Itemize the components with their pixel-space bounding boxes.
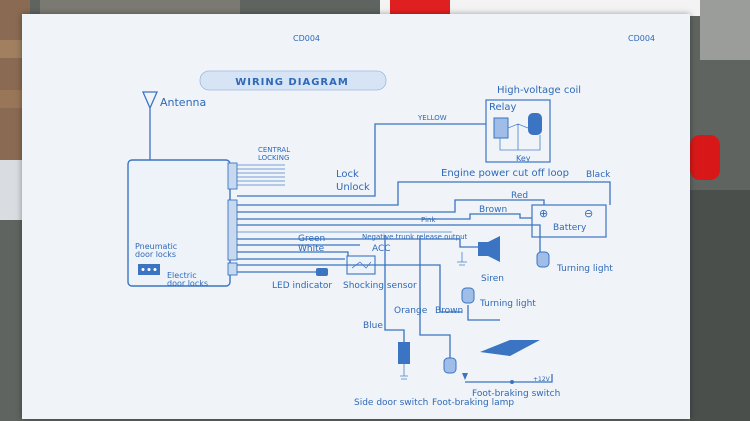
battery-plus-icon: ⊕ (539, 207, 548, 220)
brown-wire-top (237, 213, 532, 220)
antenna-icon (142, 91, 158, 160)
black-wire-label: Black (586, 170, 611, 180)
foot-braking-switch-label: Foot-braking switch (472, 389, 560, 399)
brown-wire-bottom (467, 305, 500, 321)
pneumatic-door-locks-label-2: door locks (135, 250, 176, 259)
unlock-label: Unlock (336, 182, 370, 193)
central-locking-wires (237, 164, 285, 186)
battery-minus-icon: ⊖ (584, 207, 593, 220)
foot-braking-lamp-icon (443, 357, 457, 374)
battery-icon (531, 204, 607, 238)
relay-label: Relay (489, 102, 517, 113)
orange-wire-label: Orange (394, 306, 428, 316)
yellow-wire-label: YELLOW (417, 114, 447, 122)
turning-light-center-icon (461, 287, 475, 304)
page-code-left: CD004 (293, 34, 320, 43)
trunk-release-label: Negative trunk release output (362, 233, 468, 241)
connector-blocks (227, 162, 238, 276)
foot-braking-lamp-label: Foot-braking lamp (432, 398, 514, 408)
pneumatic-door-locks-label-1: Pneumatic (135, 242, 177, 251)
brown-wire-bottom-label: Brown (435, 306, 463, 316)
red-wire-label: Red (511, 191, 528, 201)
white-wire-label: White (298, 244, 325, 254)
foot-braking-switch-icon (510, 380, 514, 384)
yellow-wire (237, 123, 486, 197)
siren-wire (237, 238, 478, 248)
orange-wire (237, 264, 462, 313)
pink-wire (237, 224, 541, 252)
engine-cut-off-label: Engine power cut off loop (441, 168, 569, 179)
turning-light-right-icon (536, 251, 550, 268)
pink-wire-label: Pink (421, 216, 436, 224)
key-label: Key (516, 154, 531, 163)
plus-12v-label: +12V (533, 376, 551, 383)
siren-label: Siren (481, 274, 504, 284)
electric-door-locks-label-2: door locks (167, 279, 208, 288)
black-wire (237, 181, 611, 206)
blue-wire-label: Blue (363, 321, 383, 331)
blue-wire (384, 235, 405, 342)
coil-icon (528, 113, 542, 135)
high-voltage-coil-label: High-voltage coil (497, 85, 581, 96)
turning-light-center-label: Turning light (479, 299, 536, 309)
led-indicator-icon (316, 268, 328, 276)
white-wire (237, 251, 349, 258)
antenna-label: Antenna (160, 96, 206, 109)
led-indicator-label: LED indicator (272, 281, 332, 291)
acc-label: ACC (372, 244, 391, 254)
side-door-switch-icon (398, 342, 410, 364)
lock-label: Lock (336, 169, 359, 180)
brake-wire (419, 236, 451, 360)
title-banner (199, 70, 387, 91)
green-wire-label: Green (298, 234, 325, 244)
central-locking-label-2: LOCKING (258, 154, 289, 162)
page-code-right: CD004 (628, 34, 655, 43)
turning-light-right-label: Turning light (556, 264, 613, 274)
shocking-sensor-label: Shocking sensor (343, 281, 417, 291)
ground-icon (457, 252, 467, 266)
relay-box (485, 99, 551, 163)
red-wire (237, 199, 545, 213)
diagram-title: WIRING DIAGRAM (235, 77, 349, 88)
siren-icon (478, 236, 500, 262)
relay-icon (493, 117, 509, 139)
electric-door-locks-label-1: Electric (167, 271, 197, 280)
central-locking-label-1: CENTRAL (258, 146, 290, 154)
side-door-switch-label: Side door switch (354, 398, 428, 408)
brake-pedal-icon (480, 340, 540, 356)
battery-label: Battery (553, 223, 587, 233)
brown-wire-top-label: Brown (479, 205, 507, 215)
